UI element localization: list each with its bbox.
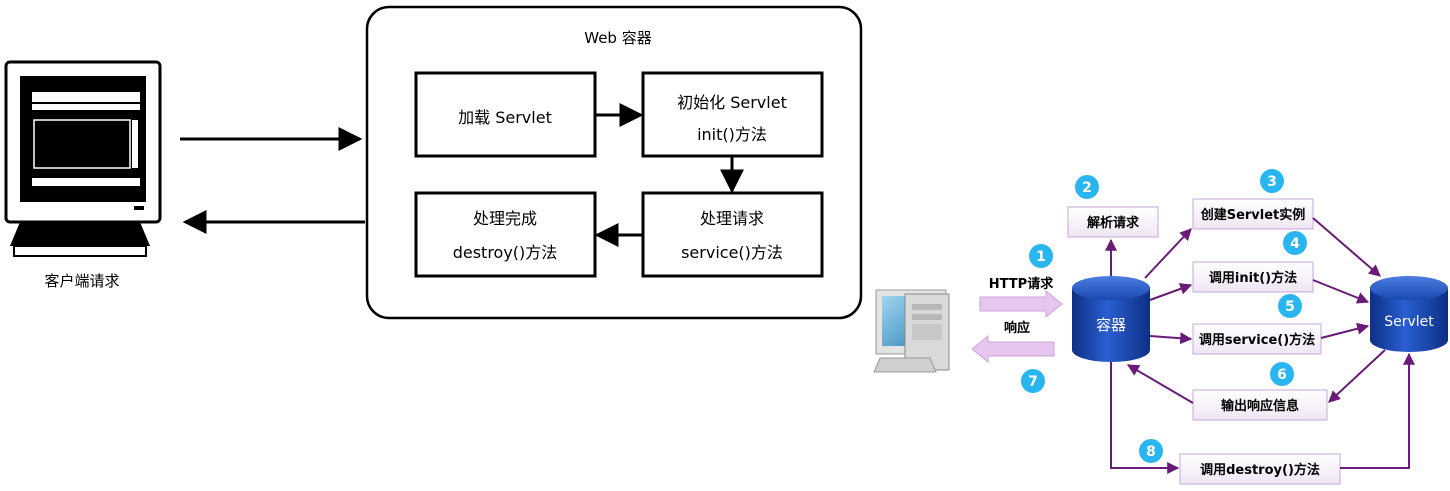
step-number-4: 4 <box>1290 236 1300 252</box>
container-to-destroy-arrow <box>1110 362 1180 474</box>
step-badge-8 <box>1139 439 1163 463</box>
step-number-3: 3 <box>1267 174 1277 190</box>
step-badge-5 <box>1278 294 1302 318</box>
container-label: 容器 <box>1096 316 1126 334</box>
destroy-done-label: 处理完成 <box>473 209 537 228</box>
step-number-7: 7 <box>1028 374 1038 390</box>
service-request-box <box>641 191 824 278</box>
servlet-to-output-arrow <box>1328 349 1386 403</box>
container-cylinder <box>1072 276 1150 362</box>
create-instance-label: 创建Servlet实例 <box>1200 207 1306 223</box>
call-init-label: 调用init()方法 <box>1209 270 1297 286</box>
init-to-servlet-arrow <box>1312 279 1370 304</box>
destroy-to-servlet-arrow <box>1340 352 1415 469</box>
parse-request-box <box>1067 206 1159 238</box>
init-servlet-label: 初始化 Servlet <box>677 93 787 112</box>
servlet-label: Servlet <box>1384 314 1434 330</box>
servlet-cylinder <box>1370 276 1448 352</box>
desktop-computer-icon <box>873 289 950 373</box>
container-to-service-arrow <box>1149 332 1193 345</box>
step-badge-4 <box>1283 231 1307 255</box>
client-computer-icon <box>4 60 162 257</box>
step-badge-7 <box>1021 369 1045 393</box>
container-to-init-arrow <box>1149 283 1193 301</box>
http-request-arrow <box>979 289 1063 319</box>
flow-arrows <box>1105 217 1415 474</box>
call-service-label: 调用service()方法 <box>1199 332 1315 348</box>
output-response-label: 输出响应信息 <box>1221 398 1299 414</box>
parse-request-label: 解析请求 <box>1086 215 1140 231</box>
step-badge-3 <box>1260 169 1284 193</box>
step-number-2: 2 <box>1082 180 1092 196</box>
destroy-method-label: destroy()方法 <box>453 243 558 262</box>
container-to-create-arrow <box>1144 228 1192 279</box>
create-to-servlet-arrow <box>1312 217 1381 277</box>
call-destroy-label: 调用destroy()方法 <box>1200 462 1320 478</box>
step-badges: 1 2 3 4 5 6 7 8 <box>1021 169 1307 463</box>
load-servlet-label: 加载 Servlet <box>458 108 552 127</box>
service-to-servlet-arrow <box>1320 322 1370 339</box>
step-number-1: 1 <box>1036 249 1046 265</box>
call-init-box <box>1192 261 1314 293</box>
http-response-label: 响应 <box>1004 320 1030 336</box>
step-badge-1 <box>1029 244 1053 268</box>
destroy-box <box>414 191 597 278</box>
step-number-5: 5 <box>1285 299 1295 315</box>
load-servlet-box <box>414 71 597 158</box>
call-destroy-box <box>1179 453 1341 485</box>
step-number-6: 6 <box>1277 367 1287 383</box>
step-badge-2 <box>1075 175 1099 199</box>
service-request-label: 处理请求 <box>700 209 764 228</box>
service-method-label: service()方法 <box>681 243 783 262</box>
web-container-title: Web 容器 <box>584 29 651 47</box>
step-badge-6 <box>1270 362 1294 386</box>
init-method-label: init()方法 <box>697 125 767 144</box>
create-instance-box <box>1192 198 1314 230</box>
init-servlet-box <box>641 71 824 158</box>
http-request-label: HTTP请求 <box>989 276 1054 292</box>
output-to-container-arrow <box>1126 364 1194 404</box>
step-number-8: 8 <box>1146 444 1156 460</box>
client-label: 客户端请求 <box>44 272 119 290</box>
http-response-arrow <box>971 334 1055 364</box>
call-service-box <box>1192 323 1322 355</box>
output-response-box <box>1192 389 1328 421</box>
